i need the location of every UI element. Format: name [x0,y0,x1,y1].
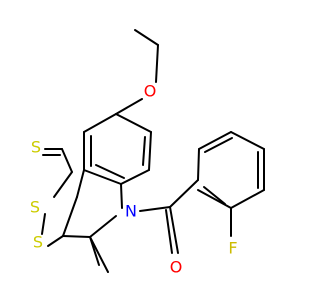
double-bond-5 [165,209,173,254]
molecule-canvas: O S S S N O F [29,29,265,277]
thione-sulfur-label: S [31,138,41,157]
bond-24 [169,179,199,208]
bond-12 [61,148,73,173]
molecule-structure: O S S S N O F [30,29,265,277]
bond-layer [41,29,265,273]
bond-13 [53,171,73,198]
bond-15 [47,235,64,247]
bond-30 [197,189,232,209]
bond-10 [76,169,85,198]
bond-27 [230,131,265,150]
bond-1 [134,29,159,46]
double-bond-6 [204,137,233,153]
fluorine-label: F [228,239,237,258]
carbonyl-oxygen-label: O [170,258,183,277]
bond-22 [139,206,171,212]
ether-oxygen-label: O [144,82,157,101]
atom-labels: O S S S N O F [30,82,238,277]
double-bond-2 [142,136,146,166]
bond-8 [120,169,150,185]
bond-20 [89,236,109,273]
bond-14 [41,213,46,235]
ring-sulfur-bottom-label: S [33,233,43,252]
double-bond-3 [95,164,125,179]
bond-23 [169,206,179,254]
bond-18 [89,215,117,238]
bond-25 [197,148,200,181]
bond-21 [120,183,123,209]
bond-29 [230,189,265,209]
ring-sulfur-top-label: S [30,198,40,217]
double-bond-8 [203,186,226,205]
bond-5 [115,113,152,133]
bond-26 [198,131,232,150]
bond-16 [62,196,78,237]
bond-2 [155,44,159,83]
amide-nitrogen-label: N [125,202,137,221]
bond-17 [62,235,91,238]
bond-4 [83,113,117,133]
bond-3 [115,98,143,115]
bond-7 [148,131,152,171]
bond-9 [83,169,122,185]
